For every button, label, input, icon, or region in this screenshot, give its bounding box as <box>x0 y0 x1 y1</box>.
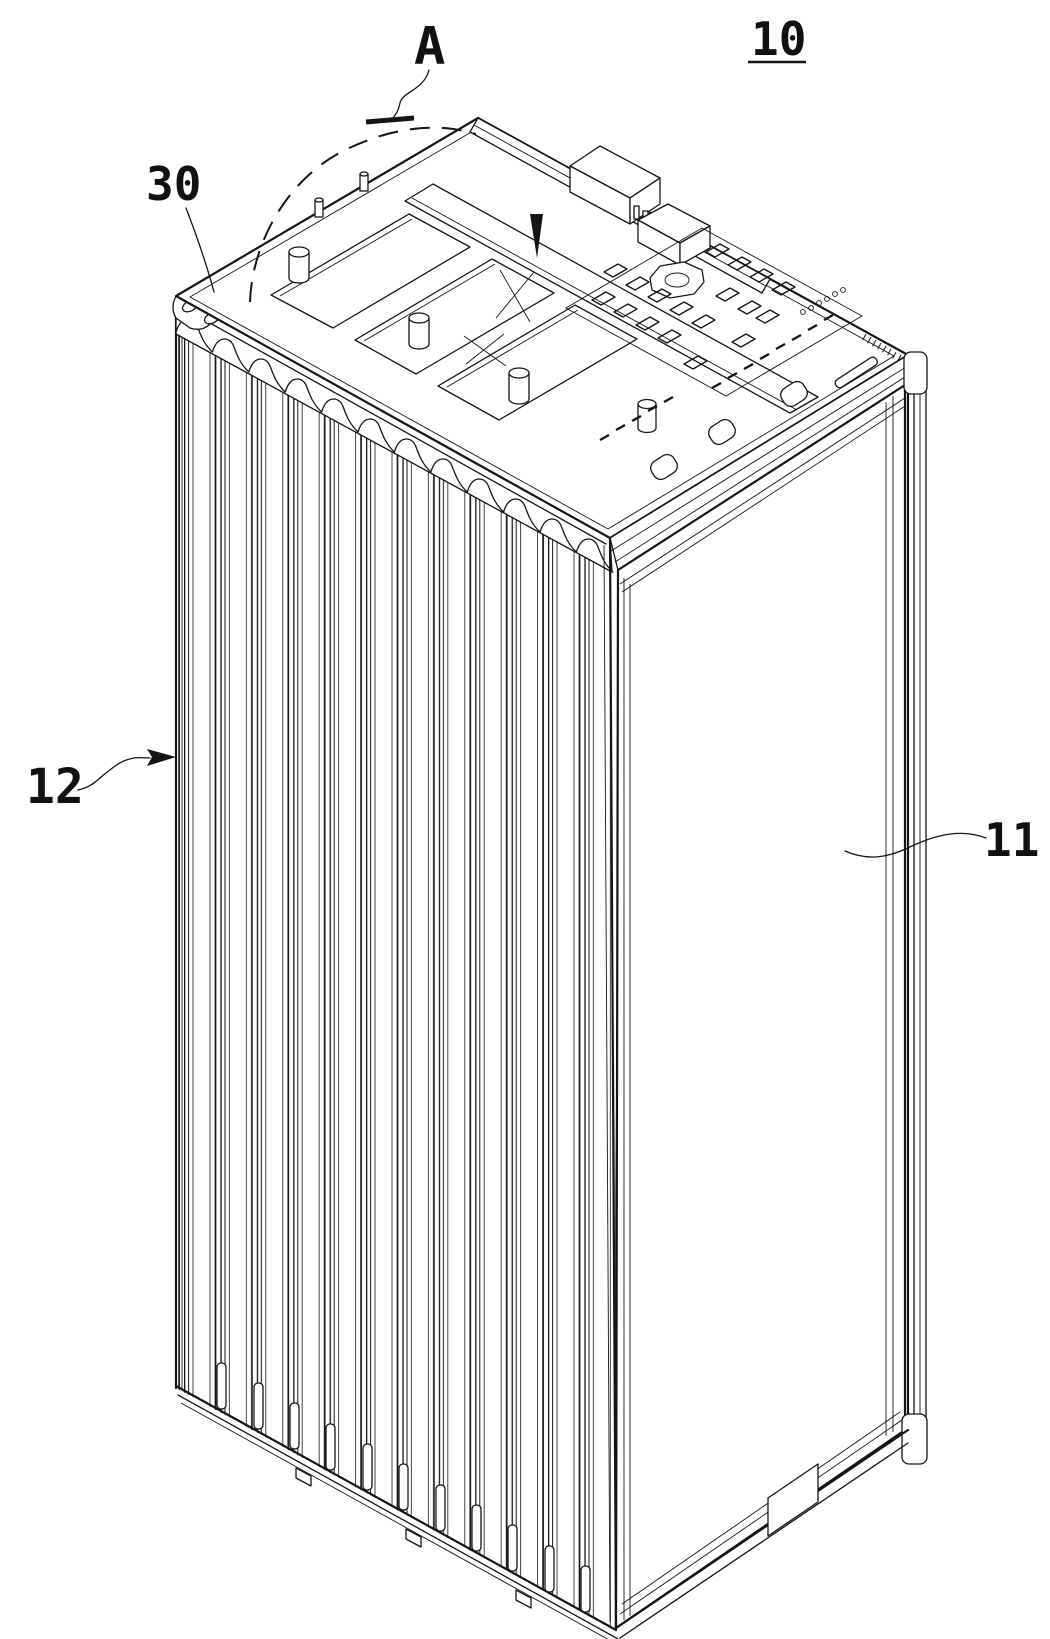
label-detail-A: A <box>414 17 445 77</box>
band-inner-line <box>175 303 607 545</box>
front-corner-post <box>603 536 618 1630</box>
vent-slot-rows <box>599 313 834 442</box>
smd-chips <box>591 243 796 370</box>
bottom-right-bracket <box>901 1413 928 1465</box>
clip-wedge <box>530 214 543 258</box>
foot-bottom-edge <box>174 1384 618 1632</box>
cell-foot-gaps <box>216 1362 591 1613</box>
label-A-leader <box>391 69 430 120</box>
top-right-bracket <box>903 351 928 395</box>
base-rail-line-2 <box>180 1402 609 1639</box>
front-right-rim <box>609 354 909 571</box>
circuit-board <box>565 227 863 442</box>
label-face-11: 11 <box>984 813 1039 867</box>
front-face-surface <box>614 383 907 1630</box>
label-frame-30: 30 <box>146 157 201 211</box>
label-30-leader <box>185 207 215 293</box>
edge-serration <box>862 333 902 362</box>
rear-edge-pins <box>314 171 369 218</box>
base-foot <box>767 1463 819 1537</box>
cooling-fin-stripes <box>176 334 618 1632</box>
base-rail-tabs <box>295 1467 532 1609</box>
base-rail-line-1 <box>177 1394 619 1639</box>
flat-front-face <box>614 383 907 1630</box>
right-edge-frame <box>901 351 928 1465</box>
ribbed-side-face <box>174 296 619 1639</box>
reference-annotations: A 10 30 12 11 <box>26 12 1039 867</box>
label-12-leader <box>77 756 151 791</box>
rim-slot <box>834 356 878 389</box>
brace-cross-marks <box>463 269 535 367</box>
rim-clips <box>650 380 808 481</box>
busbar-cover-plates <box>270 213 638 421</box>
label-11-leader <box>844 832 987 858</box>
label-A-tick <box>365 115 415 125</box>
bottom-base <box>614 1428 910 1639</box>
detail-region-dashed-arc <box>249 126 477 303</box>
octagon-component <box>649 261 705 299</box>
label-module-10: 10 <box>751 12 806 66</box>
label-ribs-12: 12 <box>26 759 84 815</box>
terminal-posts <box>288 246 657 434</box>
vent-holes <box>800 287 846 315</box>
rib-top-scallop-edge <box>175 318 614 573</box>
label-12-arrowhead <box>147 749 176 766</box>
